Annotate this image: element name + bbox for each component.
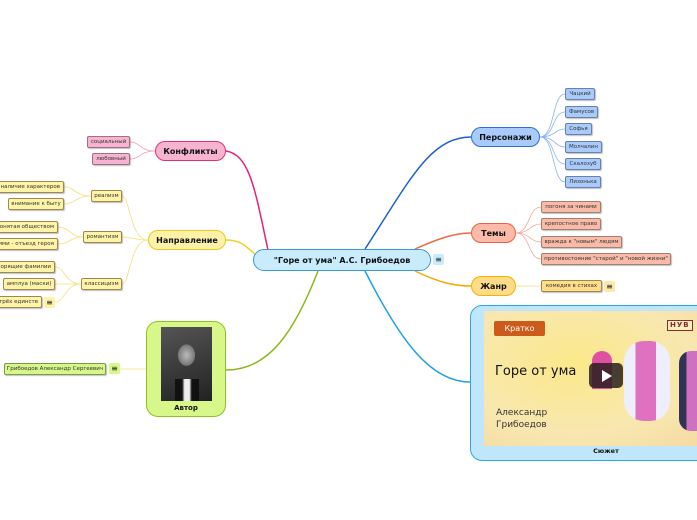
play-icon bbox=[602, 369, 612, 382]
topic-conflicts-label: Конфликты bbox=[163, 146, 218, 156]
topic-genre[interactable]: Жанр bbox=[471, 276, 516, 296]
character-item[interactable]: Лизонька bbox=[565, 176, 601, 188]
topic-direction[interactable]: Направление bbox=[148, 230, 226, 250]
video-badge: Кратко bbox=[494, 321, 545, 336]
central-topic[interactable]: "Горе от ума" А.С. Грибоедов bbox=[253, 249, 431, 271]
central-notes-icon[interactable]: ≡ bbox=[433, 254, 444, 265]
classicism-item[interactable]: ворящие фамилии bbox=[0, 261, 55, 273]
conflict-social[interactable]: социальный bbox=[87, 136, 130, 148]
theme-item[interactable]: погоня за чинами bbox=[541, 201, 601, 213]
character-item[interactable]: Скалозуб bbox=[565, 158, 601, 170]
play-button[interactable] bbox=[589, 363, 623, 388]
character-item[interactable]: Молчалин bbox=[565, 141, 602, 153]
character-item[interactable]: Софья bbox=[565, 123, 592, 135]
classicism-item[interactable]: трёх единств bbox=[0, 296, 42, 308]
topic-themes-label: Темы bbox=[481, 228, 506, 238]
theme-item[interactable]: вражда к "новым" людям bbox=[541, 236, 622, 248]
topic-themes[interactable]: Темы bbox=[471, 223, 516, 243]
topic-author[interactable]: Автор bbox=[146, 321, 226, 417]
topic-genre-label: Жанр bbox=[480, 281, 507, 291]
character-figure bbox=[624, 341, 670, 421]
topic-direction-label: Направление bbox=[156, 235, 218, 245]
video-brand: НУВ bbox=[667, 320, 693, 331]
classicism-item[interactable]: амплуа (маски) bbox=[3, 278, 55, 290]
video-title: Горе от ума bbox=[495, 364, 577, 379]
notes-icon[interactable]: ≡ bbox=[44, 297, 55, 308]
theme-item[interactable]: крепостное право bbox=[541, 218, 601, 230]
romanticism-item[interactable]: ими - отъезд героя bbox=[0, 238, 58, 250]
direction-realism[interactable]: реализм bbox=[91, 190, 122, 202]
notes-icon[interactable]: ≡ bbox=[109, 363, 120, 374]
notes-icon[interactable]: ≡ bbox=[604, 281, 615, 292]
character-item[interactable]: Чацкий bbox=[565, 88, 595, 100]
topic-author-label: Автор bbox=[174, 404, 198, 412]
romanticism-item[interactable]: понятая обществом bbox=[0, 221, 58, 233]
realism-item[interactable]: внимание к быту bbox=[8, 198, 64, 210]
genre-item[interactable]: комедия в стихах bbox=[541, 280, 602, 292]
realism-item[interactable]: наличие характеров bbox=[0, 181, 64, 193]
character-figure bbox=[679, 351, 697, 431]
theme-item[interactable]: противостояние "старой" и "новой жизни" bbox=[541, 253, 671, 265]
author-name[interactable]: Грибоедов Александр Сергеевич bbox=[4, 363, 106, 375]
central-topic-label: "Горе от ума" А.С. Грибоедов bbox=[273, 255, 411, 265]
conflict-love[interactable]: любовный bbox=[92, 153, 130, 165]
topic-conflicts[interactable]: Конфликты bbox=[155, 141, 226, 161]
direction-classicism[interactable]: классицизм bbox=[81, 278, 122, 290]
topic-characters-label: Персонажи bbox=[479, 132, 532, 142]
author-portrait bbox=[160, 327, 212, 401]
direction-romanticism[interactable]: романтизм bbox=[83, 231, 122, 243]
topic-characters[interactable]: Персонажи bbox=[471, 127, 540, 147]
character-item[interactable]: Фамусов bbox=[565, 106, 598, 118]
video-caption: Сюжет bbox=[593, 447, 619, 455]
